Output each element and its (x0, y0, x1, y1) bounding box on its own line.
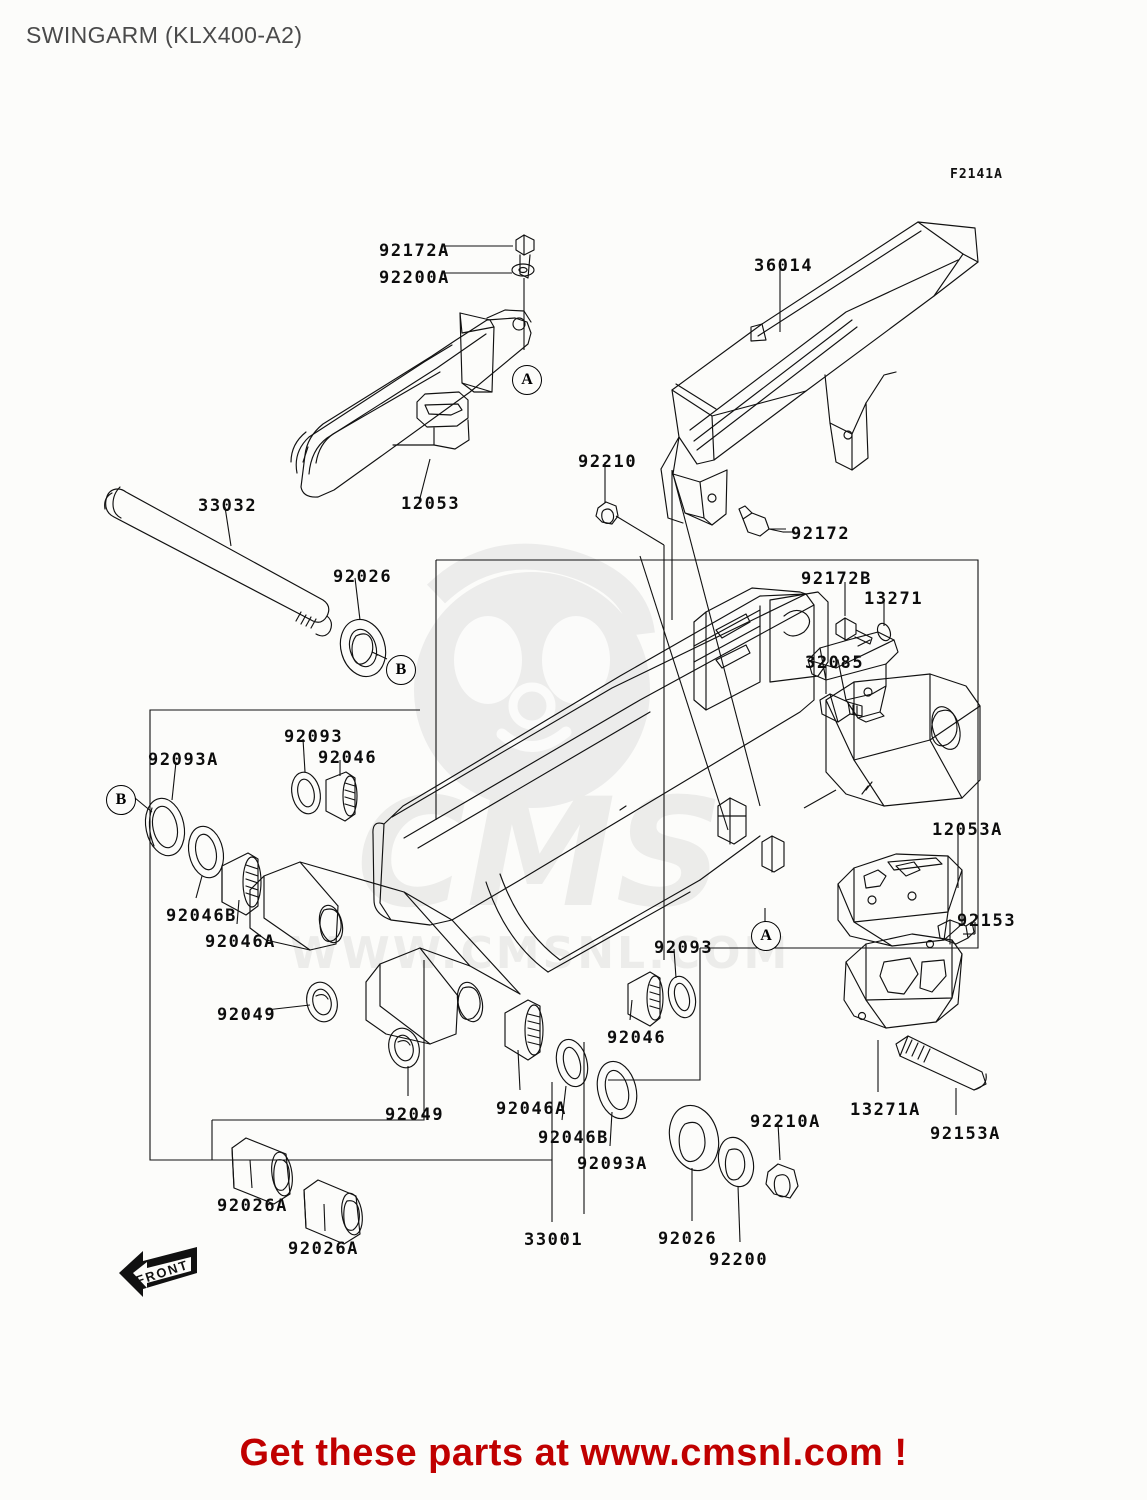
left-bearing-stack (144, 797, 262, 916)
part-92172B-screw (835, 617, 873, 645)
part-label-32085[interactable]: 32085 (805, 653, 865, 673)
part-label-33032[interactable]: 33032 (198, 496, 258, 516)
svg-text:CMS: CMS (356, 767, 723, 941)
part-label-12053[interactable]: 12053 (401, 494, 461, 514)
part-label-92093a[interactable]: 92093A (577, 1154, 649, 1174)
callout-b-1[interactable]: B (386, 655, 416, 685)
part-12053-brace (290, 309, 532, 498)
diagram-reference-code: F2141A (950, 167, 1003, 182)
watermark: CMS WWW.CMSNL.COM (290, 557, 791, 979)
part-label-92026[interactable]: 92026 (333, 567, 393, 587)
part-92172A-bolt (515, 234, 535, 279)
page-title: SWINGARM (KLX400-A2) (26, 22, 303, 48)
part-label-92200a[interactable]: 92200A (379, 268, 451, 288)
callout-a-3[interactable]: A (751, 921, 781, 951)
part-33032-pivot-shaft (104, 486, 333, 637)
parts-13271-32085-bracket (807, 622, 899, 723)
part-36014-chain-guard (660, 221, 979, 526)
leader-lines (123, 245, 979, 1243)
callout-a-0[interactable]: A (512, 365, 542, 395)
part-label-92093[interactable]: 92093 (284, 727, 344, 747)
footer-promo-text: Get these parts at www.cmsnl.com ! (239, 1432, 908, 1474)
upper-bearing-pair (291, 771, 358, 822)
part-label-92046[interactable]: 92046 (607, 1028, 667, 1048)
part-label-92172b[interactable]: 92172B (801, 569, 873, 589)
parts-92026A-sleeves (231, 1137, 363, 1245)
part-label-92046b[interactable]: 92046B (166, 906, 238, 926)
part-92172-screw (738, 505, 784, 537)
part-label-92210[interactable]: 92210 (578, 452, 638, 472)
part-label-92046b[interactable]: 92046B (538, 1128, 610, 1148)
callout-b-2[interactable]: B (106, 785, 136, 815)
part-label-92172a[interactable]: 92172A (379, 241, 451, 261)
part-label-92026a[interactable]: 92026A (217, 1196, 289, 1216)
part-label-92093a[interactable]: 92093A (148, 750, 220, 770)
part-92200A-washer (511, 263, 535, 277)
part-label-92046[interactable]: 92046 (318, 748, 378, 768)
part-label-92093[interactable]: 92093 (654, 938, 714, 958)
part-label-12053a[interactable]: 12053A (932, 820, 1004, 840)
part-92026-washer-upper (339, 618, 387, 678)
part-label-92210a[interactable]: 92210A (750, 1112, 822, 1132)
part-label-92049[interactable]: 92049 (385, 1105, 445, 1125)
part-label-92172[interactable]: 92172 (791, 524, 851, 544)
part-label-92026[interactable]: 92026 (658, 1229, 718, 1249)
part-label-36014[interactable]: 36014 (754, 256, 814, 276)
part-92210-nut (595, 501, 619, 525)
part-label-92026a[interactable]: 92026A (288, 1239, 360, 1259)
part-label-13271a[interactable]: 13271A (850, 1100, 922, 1120)
front-direction-marker: FRONT (113, 1243, 203, 1305)
part-label-92049[interactable]: 92049 (217, 1005, 277, 1025)
part-33001-swingarm (249, 587, 981, 1045)
part-label-13271[interactable]: 13271 (864, 589, 924, 609)
part-label-92046a[interactable]: 92046A (496, 1099, 568, 1119)
part-label-92046a[interactable]: 92046A (205, 932, 277, 952)
part-12053A-lower-bracket (837, 853, 987, 1091)
part-label-92200[interactable]: 92200 (709, 1250, 769, 1270)
svg-text:WWW.CMSNL.COM: WWW.CMSNL.COM (290, 928, 791, 979)
bottom-center-bearings (504, 971, 799, 1199)
part-label-33001[interactable]: 33001 (524, 1230, 584, 1250)
part-label-92153[interactable]: 92153 (957, 911, 1017, 931)
part-label-92153a[interactable]: 92153A (930, 1124, 1002, 1144)
